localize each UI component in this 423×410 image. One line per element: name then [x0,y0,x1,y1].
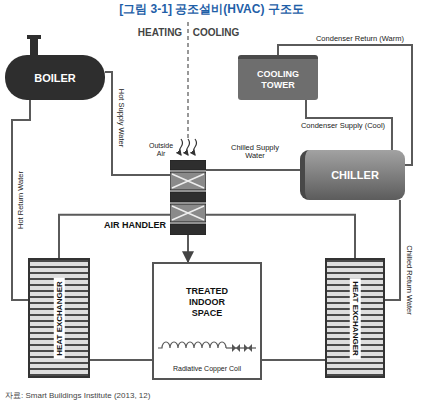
side-heading: HEATING [138,27,182,38]
node-label: BOILER [34,72,76,84]
pipe [206,169,300,171]
pipe-label: Hot Return Water [17,170,25,230]
node-label: CHILLER [331,169,379,181]
pipe-label: Chilled Return Water [405,244,413,315]
node-label: COOLING TOWER [247,69,309,90]
air-handler-section [170,172,206,190]
heat-exchanger: HEAT EXCHANGER [325,258,385,378]
pipe [187,235,189,262]
node-label: HEAT EXCHANGER [350,278,361,359]
pipe-label: Condenser Supply (Cool) [300,122,386,130]
pipe [105,72,170,175]
air-handler-section [170,224,206,235]
boiler-tank: BOILER [5,55,105,100]
cooling-tower: COOLING TOWER [238,55,318,100]
pipe [90,359,152,361]
air-flow [194,139,197,155]
figure-title: [그림 3-1] 공조설비(HVAC) 구조도 [0,3,423,16]
side-heading: COOLING [193,27,240,38]
node-label: HEAT EXCHANGER [54,278,65,359]
pipe-label: Hot Supply Water [117,88,125,149]
air-flow [180,139,183,155]
pipe [262,359,325,361]
chiller-unit: CHILLER [300,150,405,200]
air-flow [187,139,190,155]
heat-exchanger: HEAT EXCHANGER [28,258,90,378]
pipe [385,200,400,300]
air-handler-section [170,192,206,202]
air-handler-section [170,160,206,170]
indoor-space: TREATED INDOOR SPACE [152,262,262,380]
divider-line [187,22,189,138]
fan-blade [172,174,204,188]
pipe-label: Condenser Return (Warm) [315,35,405,43]
coil-label: Radiative Copper Coil [173,365,241,373]
air-handler-unit [170,160,206,235]
pipe [206,215,355,258]
chimney-cap [27,35,41,39]
pipe [59,215,170,258]
copper-coil [158,342,226,348]
fan-blade [172,206,204,220]
node-label: TREATED INDOOR SPACE [175,286,239,318]
source-caption: 자료: Smart Buildings Institute (2013, 12) [5,392,150,401]
air-label: Outside Air [146,142,176,157]
chimney [30,38,38,56]
air-handler: AIR HANDLER [170,160,206,235]
pipe-label: Chilled Supply Water [223,144,287,161]
coil-pipe [226,347,256,348]
air-handler-section [170,204,206,222]
node-label: AIR HANDLER [104,220,166,230]
